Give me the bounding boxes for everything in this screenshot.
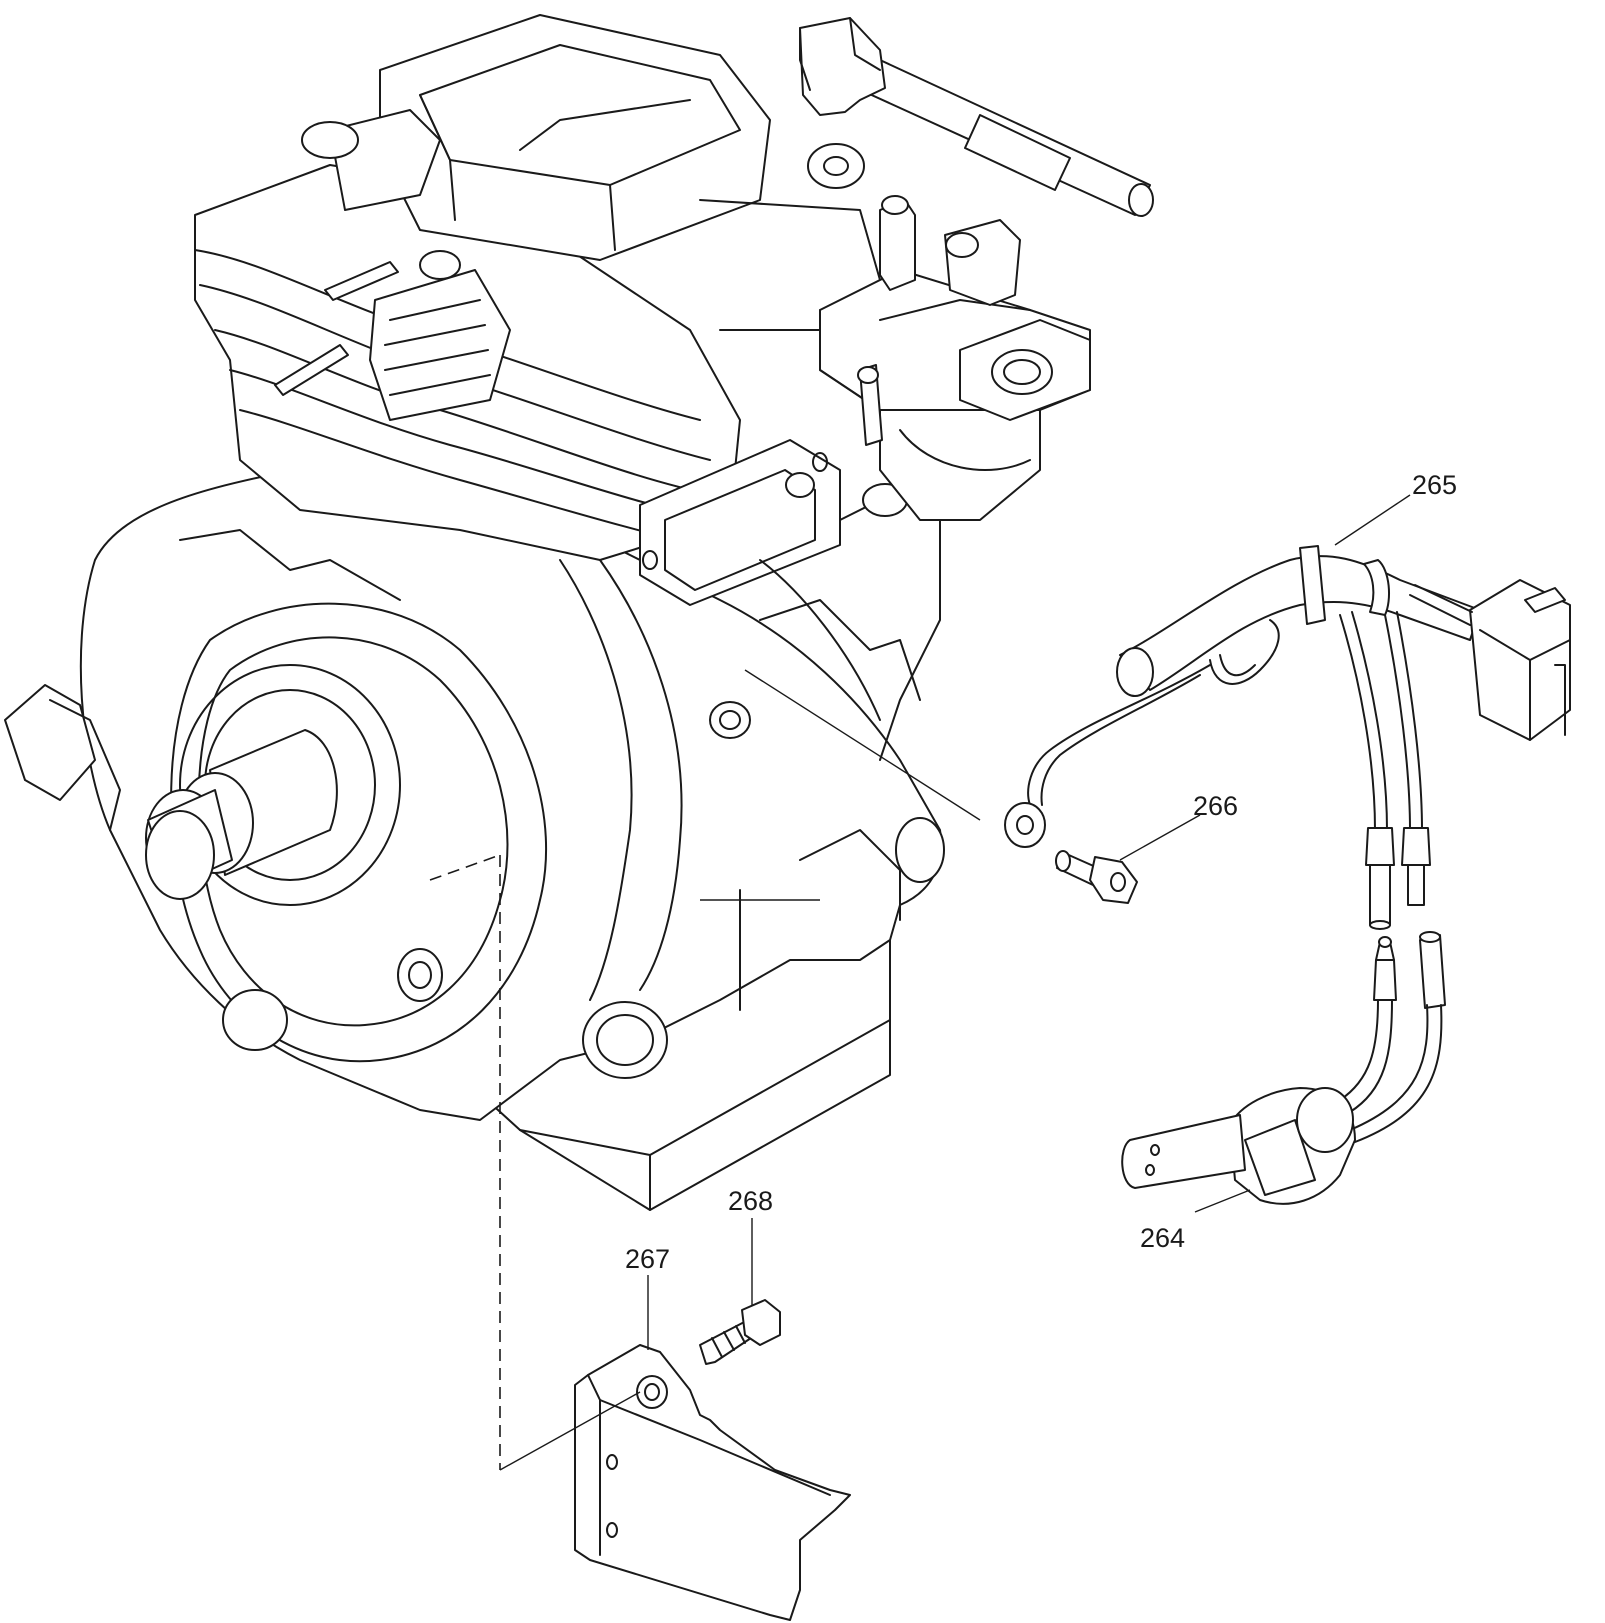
bolt-266 — [1055, 850, 1138, 904]
engine-assembly — [4, 14, 945, 1211]
callout-266: 266 — [1193, 791, 1238, 821]
alignment-guide — [429, 669, 981, 1471]
callout-267: 267 — [625, 1244, 670, 1274]
screw-268 — [699, 1299, 781, 1365]
callout-264: 264 — [1140, 1223, 1185, 1253]
callout-265: 265 — [1412, 470, 1457, 500]
bracket-267 — [574, 1344, 851, 1621]
leader-lines — [647, 494, 1411, 1350]
carburetor — [819, 195, 1091, 521]
output-shaft — [145, 729, 338, 900]
oil-sensor-264 — [1121, 931, 1446, 1205]
callout-268: 268 — [728, 1186, 773, 1216]
ignition-lead — [799, 17, 1154, 217]
wire-harness-265 — [1004, 545, 1571, 930]
